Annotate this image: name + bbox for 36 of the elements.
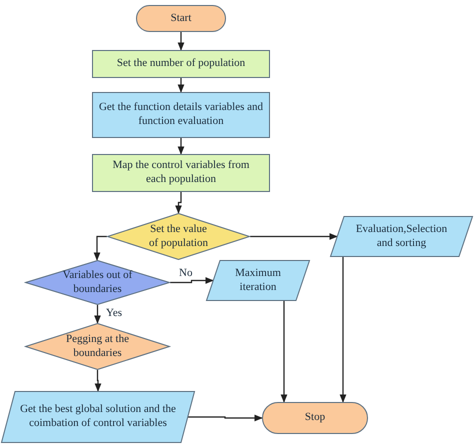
arrow [94,236,107,261]
arrow [94,305,101,324]
edge-label: No [178,267,194,280]
data-parallelogram [1,391,195,443]
decision-diamond [25,260,170,305]
process-box [92,154,270,192]
decision-diamond [25,323,170,370]
arrow [340,257,346,403]
node-text: Set the value of population [148,222,209,250]
node-text: Maximum iteration [234,266,282,294]
arrow [280,301,288,403]
arrow [175,192,182,214]
node-text: Variables out of boundaries [62,268,134,296]
stop-terminal [262,402,368,434]
process-box [92,50,270,78]
arrow [170,277,214,284]
arrow [178,32,184,51]
data-parallelogram [330,216,473,257]
edge-label: Yes [105,307,124,320]
arrow [178,138,184,155]
arrow [188,414,263,422]
node-text: Map the control variables from each population [112,159,250,187]
decision-diamond [107,213,250,260]
node-text: Get the best global solution and the coimbation of control variables [19,403,177,431]
data-parallelogram [206,260,310,301]
process-box [92,92,270,138]
node-text: Pegging at the boundaries [65,332,130,360]
node-text: Stop [304,411,326,425]
start-terminal [136,5,226,32]
node-text: Start [170,12,192,26]
node-text: Evaluation,Selection and sorting [354,222,448,250]
arrow [178,78,184,93]
node-text: Get the function details variables and function evaluation [98,101,264,129]
arrow [94,370,102,392]
node-text: Set the number of population [116,57,246,71]
arrow [250,233,338,240]
